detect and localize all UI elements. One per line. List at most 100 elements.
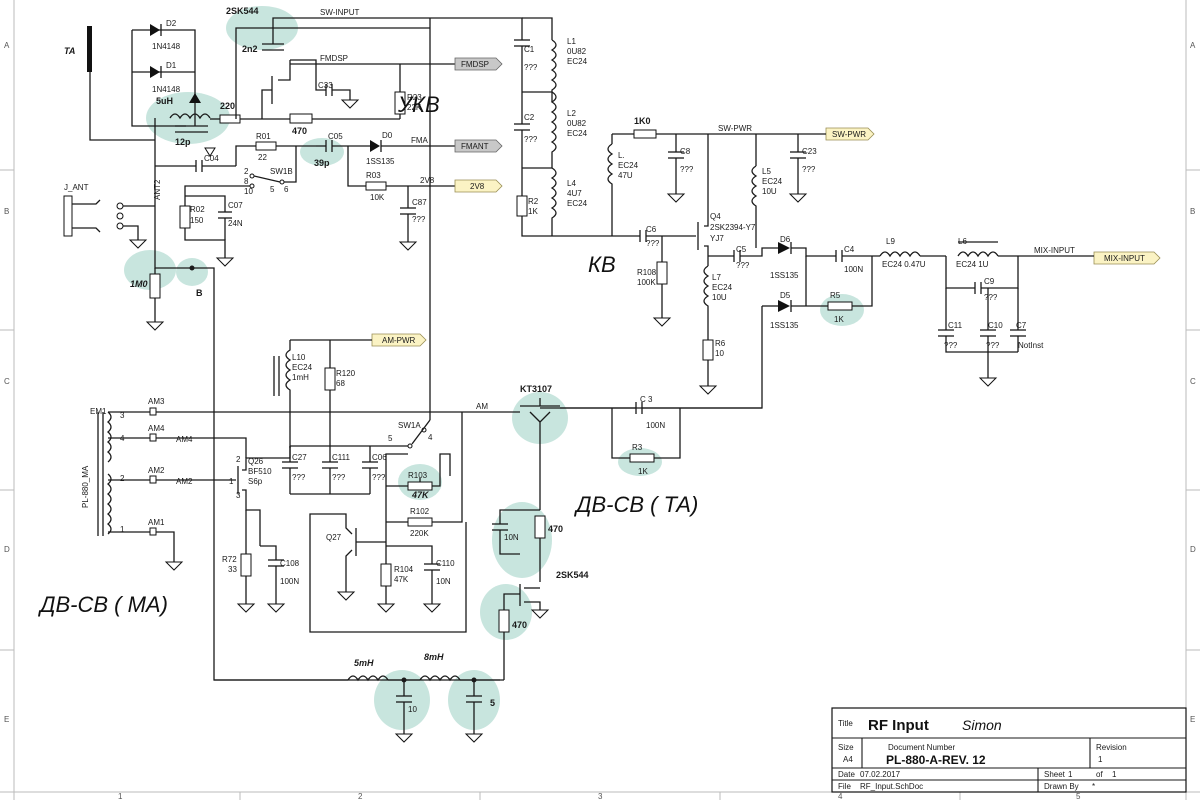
l6-label: L6	[958, 237, 967, 246]
am4-label: AM4	[148, 424, 165, 433]
r6-value: 10	[715, 349, 724, 358]
2v8-wire-label: 2V8	[420, 176, 435, 185]
c110-value: 10N	[436, 577, 451, 586]
470-top-label: 470	[292, 126, 307, 136]
r3-label: R3	[632, 443, 643, 452]
em1-value: PL-880_MA	[81, 465, 90, 508]
size-label: Size	[838, 743, 854, 752]
l10-label: L10	[292, 353, 306, 362]
r120-label: R120	[336, 369, 356, 378]
r104-value: 47K	[394, 575, 409, 584]
port-fmant-label: FMANT	[461, 142, 489, 151]
c3-value: 100N	[646, 421, 665, 430]
am-section: EM1 PL-880_MA 3 4 2 1 AM3 AM AM4 AM4 AM2…	[37, 339, 520, 633]
drawnby-value: *	[1092, 782, 1095, 791]
c4-value: 100N	[844, 265, 863, 274]
q4-label: Q4	[710, 212, 721, 221]
d0-value: 1SS135	[366, 157, 395, 166]
border-col-2: 2	[358, 792, 363, 800]
size-value: A4	[843, 755, 853, 764]
dv-sv-ma-label: ДВ-СВ ( МА)	[37, 592, 168, 617]
port-2v8-label: 2V8	[470, 182, 485, 191]
fmdsp-wire-label: FMDSP	[320, 54, 348, 63]
r2-label: R2	[528, 197, 539, 206]
l1-value-1: 0U82	[567, 47, 587, 56]
r5-value: 1K	[834, 315, 844, 324]
net-ports: FMDSP FMANT 2V8 SW-PWR MIX-INPUT AM-PWR	[371, 57, 1161, 347]
mix-input-wire-label: MIX-INPUT	[1034, 246, 1075, 255]
d2-label: D2	[166, 19, 177, 28]
border-row-e: E	[4, 715, 9, 724]
kv-section: C1 ??? L1 0U82 EC24 C2 ??? L2 0U82 EC24 …	[430, 17, 826, 395]
border-row-d: D	[4, 545, 10, 554]
c10-value: ???	[986, 341, 1000, 350]
r102-value: 220K	[410, 529, 429, 538]
sw1b-pin-10: 10	[244, 187, 253, 196]
l10-value-2: 1mH	[292, 373, 309, 382]
220-label: 220	[220, 101, 235, 111]
border-col-3: 3	[598, 792, 603, 800]
q4-value: 2SK2394-Y7	[710, 223, 756, 232]
c8-label: C8	[680, 147, 691, 156]
ant2-label: ANT2	[153, 179, 162, 200]
l7-value-2: 10U	[712, 293, 727, 302]
author-value: Simon	[962, 717, 1002, 733]
c07-value: 24N	[228, 219, 243, 228]
drawnby-label: Drawn By	[1044, 782, 1079, 791]
sw1b-pin-2: 2	[244, 167, 249, 176]
5uh-label: 5uH	[156, 96, 173, 106]
am-wire-label: AM	[476, 402, 488, 411]
r23-value: 22K	[407, 103, 422, 112]
l9-value: EC24 0.47U	[882, 260, 926, 269]
l6-value: EC24 1U	[956, 260, 989, 269]
c11-value: ???	[944, 341, 958, 350]
39p-label: 39p	[314, 158, 330, 168]
c11-label: C11	[948, 321, 963, 330]
ukv-label: УКВ	[397, 92, 440, 117]
q26-value: BF510	[248, 467, 272, 476]
revision-value: 1	[1098, 755, 1103, 764]
em1-pin-2: 2	[120, 474, 125, 483]
c5-value: ???	[736, 261, 750, 270]
d0-label: D0	[382, 131, 393, 140]
l4-label: L4	[567, 179, 576, 188]
file-label: File	[838, 782, 851, 791]
sw1a-pin-4: 4	[428, 433, 433, 442]
l3-value-2: 47U	[618, 171, 633, 180]
q26-label: Q26	[248, 457, 264, 466]
r23-label: R23	[407, 93, 422, 102]
q27-label: Q27	[326, 533, 342, 542]
c06-value: ???	[372, 473, 386, 482]
r3-value: 1K	[638, 467, 648, 476]
r102-label: R102	[410, 507, 430, 516]
sheet-label: Sheet	[1044, 770, 1066, 779]
border-row-b-right: B	[1190, 207, 1195, 216]
port-mix-input-label: MIX-INPUT	[1104, 254, 1145, 263]
docnum-label: Document Number	[888, 743, 955, 752]
r103-label: R103	[408, 471, 428, 480]
c1-label: C1	[524, 45, 535, 54]
c108-label: C108	[280, 559, 300, 568]
border-row-e-right: E	[1190, 715, 1195, 724]
c05-label: C05	[328, 132, 343, 141]
highlight-blobs	[124, 6, 864, 730]
d2-value: 1N4148	[152, 42, 181, 51]
sw1b-pin-8: 8	[244, 177, 249, 186]
border-row-a-right: A	[1190, 41, 1196, 50]
l4-value-2: EC24	[567, 199, 588, 208]
l10-value-1: EC24	[292, 363, 313, 372]
border-row-b: B	[4, 207, 9, 216]
c5-label: C5	[736, 245, 747, 254]
revision-label: Revision	[1096, 743, 1127, 752]
c06-label: C06	[372, 453, 387, 462]
r03-label: R03	[366, 171, 381, 180]
r02-value: 150	[190, 216, 204, 225]
of-label: of	[1096, 770, 1103, 779]
r03-value: 10K	[370, 193, 385, 202]
c33-label: C33	[318, 81, 333, 90]
c2-value: ???	[524, 135, 538, 144]
10-cap-label: 10	[408, 705, 417, 714]
sw-input-wire-label: SW-INPUT	[320, 8, 360, 17]
c27-label: C27	[292, 453, 307, 462]
fm-input-section: TA D2 1N4148 D1 1N4148 5uH 12p 220 2SK54…	[64, 6, 455, 420]
